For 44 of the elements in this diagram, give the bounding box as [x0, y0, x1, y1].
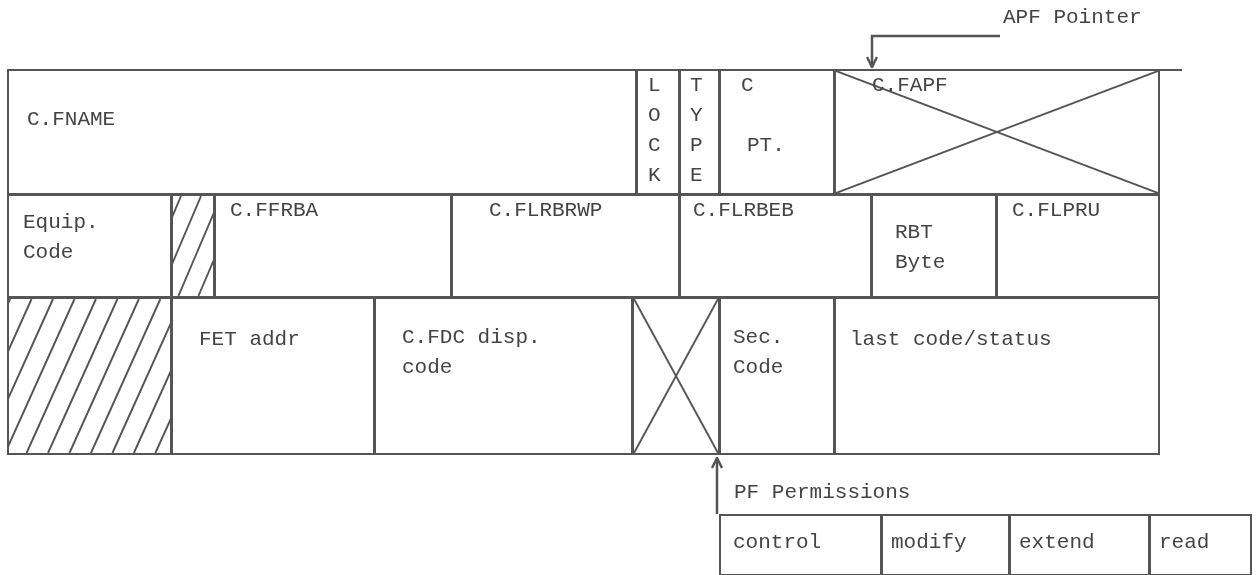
field-name: PT.	[747, 133, 785, 159]
field-name: Equip. Code	[23, 210, 100, 266]
record-field	[996, 194, 1160, 298]
field-name: C.FLPRU	[1012, 198, 1101, 224]
record-field	[834, 69, 1160, 195]
record-field	[1149, 514, 1252, 575]
record-field	[636, 69, 680, 195]
record-field	[679, 69, 720, 195]
field-name: C.FLRBEB	[693, 198, 794, 224]
record-field	[451, 194, 680, 298]
record-field	[7, 69, 637, 195]
field-name: read	[1159, 530, 1210, 556]
record-field	[719, 297, 835, 455]
field-name: C.FDC disp. code	[402, 325, 542, 381]
record-field	[214, 194, 452, 298]
record-field	[834, 297, 1160, 455]
field-name: FET addr	[199, 327, 300, 353]
record-field	[171, 297, 375, 455]
field-name: control	[733, 530, 822, 556]
record-field	[679, 194, 872, 298]
field-name: Sec. Code	[733, 325, 785, 381]
record-field	[881, 514, 1010, 575]
arrow	[710, 456, 724, 514]
record-field	[719, 69, 835, 195]
field-name: C.FLRBRWP	[489, 198, 603, 224]
field-name: C.FFRBA	[230, 198, 319, 224]
record-field	[1009, 514, 1150, 575]
field-name: LOCK	[648, 73, 662, 189]
field-name: RBT Byte	[895, 220, 947, 276]
field-name: C.FAPF	[872, 73, 948, 99]
field-name: modify	[891, 530, 967, 556]
field-name: TYPE	[690, 73, 704, 189]
pointer-label: APF Pointer	[1003, 4, 1163, 60]
record-field	[719, 514, 882, 575]
unused-field	[632, 297, 720, 455]
table-heading: PF Permissions	[734, 480, 911, 506]
field-name: last code/status	[850, 327, 1052, 353]
record-field	[871, 194, 997, 298]
field-name: C	[741, 73, 754, 99]
record-field	[7, 194, 172, 298]
field-name: C.FNAME	[27, 107, 116, 133]
record-field	[374, 297, 633, 455]
field-name: extend	[1019, 530, 1095, 556]
arrow	[865, 34, 1000, 69]
